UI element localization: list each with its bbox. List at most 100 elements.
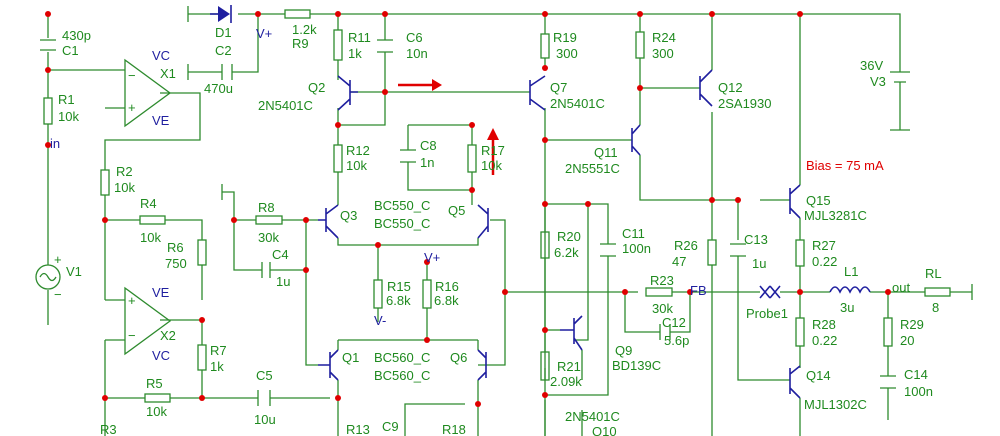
- label-r5-value: 10k: [146, 404, 167, 419]
- label-l1-name: L1: [844, 264, 858, 279]
- label-c2-name: C2: [215, 43, 232, 58]
- transistor-q15: [789, 184, 801, 219]
- label-r8-value: 30k: [258, 230, 279, 245]
- label-q10-name: Q10: [592, 424, 617, 436]
- resistor-r9: [284, 9, 311, 19]
- label-r20-value: 6.2k: [554, 245, 579, 260]
- capacitor-c8: [400, 149, 416, 163]
- transistor-q9: [560, 315, 583, 351]
- label-x1-plus: +: [128, 100, 136, 115]
- label-c6-name: C6: [406, 30, 423, 45]
- label-r7-value: 1k: [210, 359, 224, 374]
- label-r16-value: 6.8k: [434, 293, 459, 308]
- label-fb-net: FB: [690, 283, 707, 298]
- label-v-minus: V-: [374, 313, 386, 328]
- capacitor-c14: [880, 375, 896, 389]
- label-r27-value: 0.22: [812, 254, 837, 269]
- label-r28-name: R28: [812, 317, 836, 332]
- resistor-r12: [333, 144, 343, 173]
- label-q10-part: 2N5401C: [565, 409, 620, 424]
- probe1-icon: [759, 285, 781, 299]
- opamp-x1: [124, 58, 172, 128]
- label-r20-name: R20: [557, 229, 581, 244]
- label-r17-value: 10k: [481, 158, 502, 173]
- ground-ticks: [187, 6, 223, 200]
- label-c6-value: 10n: [406, 46, 428, 61]
- resistor-r26: [707, 239, 717, 266]
- label-v-plus-mid: V+: [424, 250, 440, 265]
- resistor-r28: [795, 317, 805, 347]
- label-r24-name: R24: [652, 30, 676, 45]
- label-d1-name: D1: [215, 25, 232, 40]
- label-v1-name: V1: [66, 264, 82, 279]
- label-c4-name: C4: [272, 247, 289, 262]
- label-r23-value: 30k: [652, 301, 673, 316]
- transistor-q1: [318, 349, 339, 381]
- label-x2-ve: VE: [152, 285, 170, 300]
- resistor-r16: [422, 279, 432, 309]
- label-v3-name: V3: [870, 74, 886, 89]
- resistor-r21: [540, 351, 550, 381]
- label-r21-name: R21: [557, 359, 581, 374]
- label-bias-current: Bias = 75 mA: [806, 158, 884, 173]
- label-r5-name: R5: [146, 376, 163, 391]
- label-r3-name: R3: [100, 422, 117, 436]
- label-c12-name: C12: [662, 315, 686, 330]
- label-c13-name: C13: [744, 232, 768, 247]
- label-probe1: Probe1: [746, 306, 788, 321]
- label-v-plus-top: V+: [256, 26, 272, 41]
- label-r1-name: R1: [58, 92, 75, 107]
- label-x2-vc: VC: [152, 348, 170, 363]
- label-c11-name: C11: [622, 226, 645, 241]
- label-x1-vc: VC: [152, 48, 170, 63]
- label-r26-value: 47: [672, 254, 686, 269]
- label-r26-name: R26: [674, 238, 698, 253]
- label-q1-name: Q1: [342, 350, 359, 365]
- label-q14-name: Q14: [806, 368, 831, 383]
- capacitor-c12: [659, 324, 671, 340]
- label-q12-part: 2SA1930: [718, 96, 772, 111]
- label-r21-value: 2.09k: [550, 374, 582, 389]
- label-q6-part: BC560_C: [374, 368, 430, 383]
- label-r4-value: 10k: [140, 230, 161, 245]
- resistor-r23: [645, 287, 673, 297]
- resistor-r7: [197, 344, 207, 371]
- label-c4-value: 1u: [276, 274, 290, 289]
- label-q15-part: MJL3281C: [804, 208, 867, 223]
- label-c5-value: 10u: [254, 412, 276, 427]
- label-l1-value: 3u: [840, 300, 854, 315]
- capacitor-c13: [730, 243, 746, 257]
- resistor-rl: [924, 287, 951, 297]
- resistor-r24: [635, 31, 645, 59]
- label-v1-minus: −: [54, 287, 62, 302]
- label-rl-value: 8: [932, 300, 939, 315]
- components: [35, 5, 973, 406]
- label-r29-name: R29: [900, 317, 924, 332]
- label-r6-value: 750: [165, 256, 187, 271]
- resistor-r15: [373, 279, 383, 309]
- transistor-q7: [529, 75, 546, 111]
- opamp-x2: [124, 286, 172, 356]
- label-q5-part: BC550_C: [374, 216, 430, 231]
- inductor-l1: [829, 286, 871, 294]
- label-x1-minus: −: [128, 68, 136, 83]
- label-r9-value: 1.2k: [292, 22, 317, 37]
- transistor-q5: [477, 204, 489, 239]
- label-r28-value: 0.22: [812, 333, 837, 348]
- diode-d1: [210, 5, 232, 23]
- label-r11-value: 1k: [348, 46, 362, 61]
- label-r8-name: R8: [258, 200, 275, 215]
- label-r15-value: 6.8k: [386, 293, 411, 308]
- label-q5-name: Q5: [448, 203, 465, 218]
- resistor-r19: [540, 33, 550, 59]
- label-q15-name: Q15: [806, 193, 831, 208]
- label-q11-part: 2N5551C: [565, 161, 620, 176]
- label-c14-name: C14: [904, 367, 928, 382]
- label-c9-name: C9: [382, 419, 399, 434]
- resistor-r6: [197, 239, 207, 266]
- label-q3-name: Q3: [340, 208, 357, 223]
- label-q7-part: 2N5401C: [550, 96, 605, 111]
- label-r24-value: 300: [652, 46, 674, 61]
- transistor-q14: [789, 365, 801, 399]
